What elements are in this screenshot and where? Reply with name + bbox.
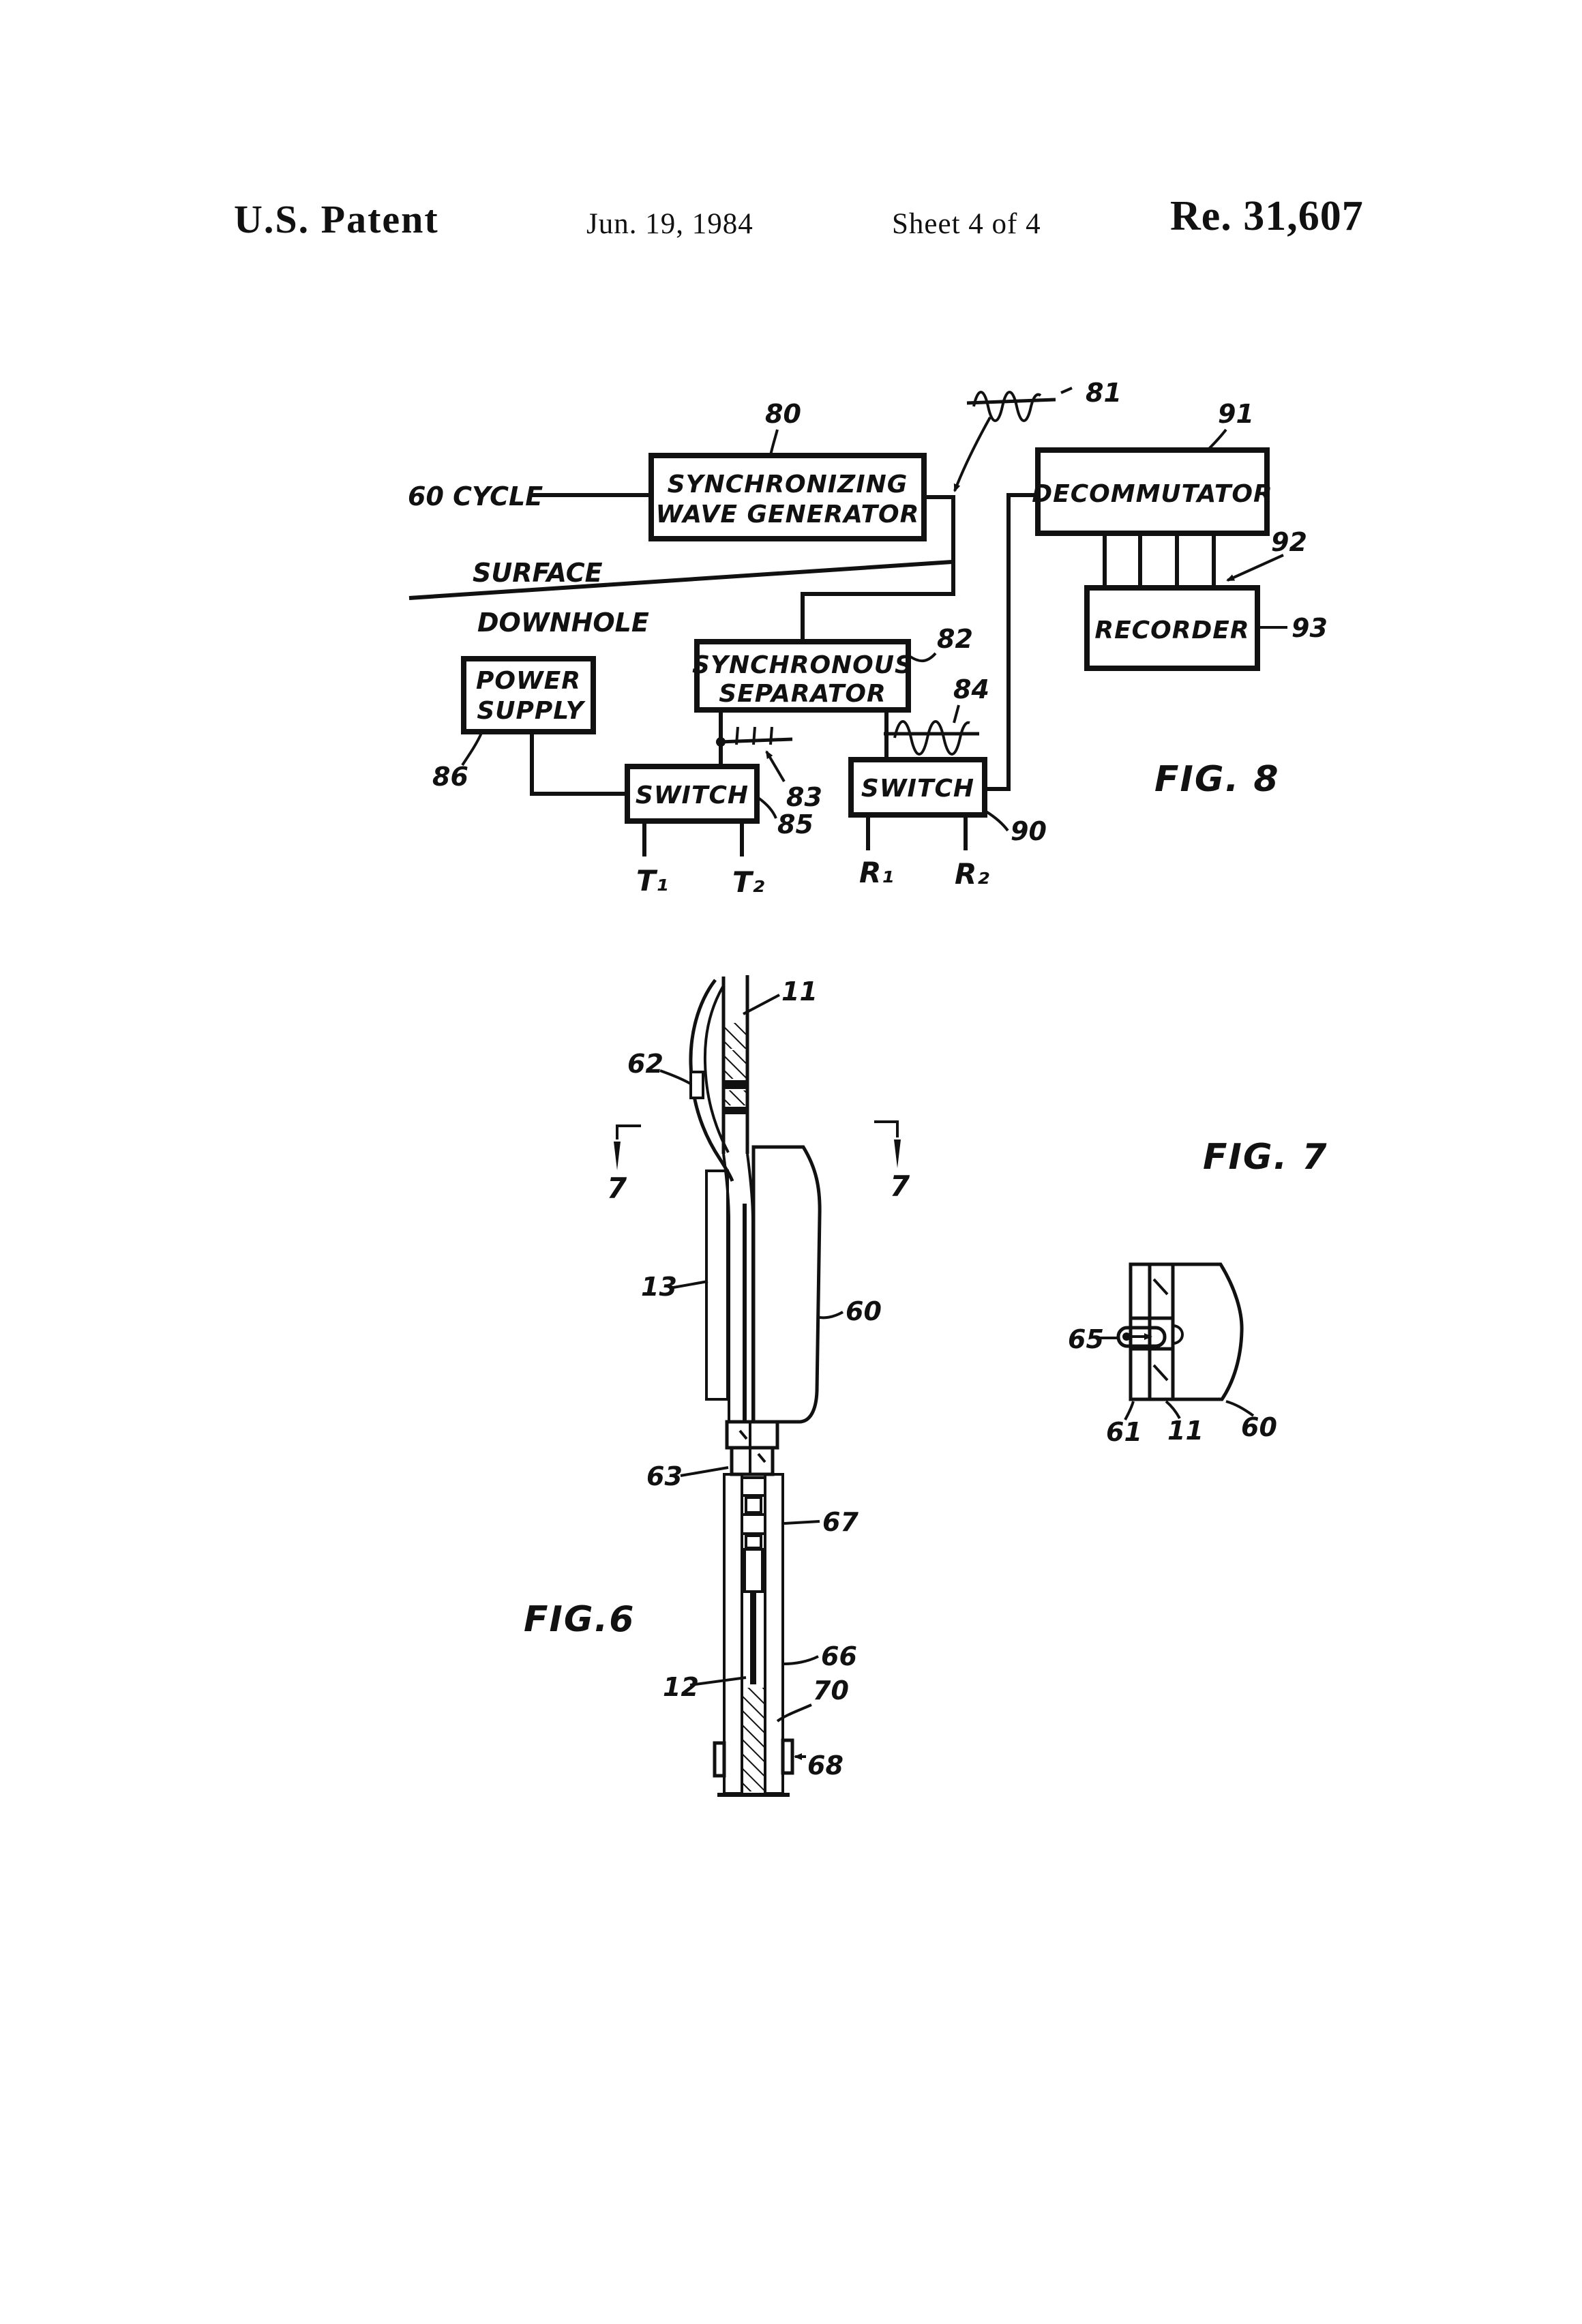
ref-11-fig7: 11 bbox=[1167, 1416, 1204, 1446]
ref-70: 70 bbox=[813, 1675, 849, 1705]
fig6-seal-62 bbox=[689, 1071, 704, 1099]
ref-91: 91 bbox=[1218, 399, 1254, 429]
swg-label-line1: SYNCHRONIZING bbox=[668, 471, 908, 498]
fig6-lower-shaft bbox=[713, 1473, 794, 1797]
decommutator-box bbox=[1035, 447, 1270, 536]
ref-60-fig7: 60 bbox=[1241, 1412, 1277, 1442]
header-date: Jun. 19, 1984 bbox=[586, 208, 753, 240]
fig7-caption: FIG. 7 bbox=[1203, 1137, 1328, 1178]
power-label-line1: POWER bbox=[476, 667, 581, 695]
ref-80: 80 bbox=[765, 399, 801, 429]
sine-wave-symbol-downhole bbox=[884, 720, 979, 756]
recorder-label: RECORDER bbox=[1094, 616, 1249, 644]
fig8-leader-lines bbox=[461, 417, 1287, 832]
fig6-caption: FIG.6 bbox=[524, 1599, 636, 1640]
fig6-tool-drawing: FIG.6 7 bbox=[524, 975, 910, 1797]
ref-67: 67 bbox=[822, 1507, 859, 1537]
ref-84: 84 bbox=[953, 674, 989, 704]
ref-7-right: 7 bbox=[890, 1170, 910, 1203]
ref-11-fig6: 11 bbox=[781, 977, 818, 1007]
ref-12: 12 bbox=[663, 1672, 699, 1702]
separator-label-line1: SYNCHRONOUS bbox=[692, 651, 913, 679]
ref-82: 82 bbox=[937, 624, 973, 654]
fig7-cross-section bbox=[1116, 1262, 1244, 1401]
downhole-label: DOWNHOLE bbox=[477, 608, 649, 638]
fig8-caption: FIG. 8 bbox=[1154, 759, 1280, 800]
sine-wave-symbol-surface bbox=[966, 387, 1073, 422]
surface-downhole-divider bbox=[408, 560, 953, 600]
ref-66: 66 bbox=[821, 1641, 857, 1671]
power-supply-box bbox=[461, 656, 596, 734]
fig6-main-body-60 bbox=[751, 1145, 822, 1424]
sixty-cycle-label: 60 CYCLE bbox=[408, 481, 543, 511]
separator-label-line2: SEPARATOR bbox=[719, 680, 886, 708]
header-sheet: Sheet 4 of 4 bbox=[892, 208, 1041, 240]
ref-92: 92 bbox=[1271, 527, 1307, 557]
header-patent-number: Re. 31,607 bbox=[1170, 193, 1364, 239]
fig6-coupling-63 bbox=[725, 1420, 779, 1476]
ref-7-left: 7 bbox=[607, 1172, 627, 1205]
ref-81: 81 bbox=[1086, 378, 1122, 408]
fig7-detail-drawing: FIG. 7 65 61 11 60 bbox=[1068, 1137, 1328, 1447]
ref-83: 83 bbox=[786, 782, 822, 812]
section-line-7-right: 7 bbox=[874, 1120, 910, 1203]
fig6-channel bbox=[722, 1153, 754, 1422]
fig7-leader-lines bbox=[1099, 1337, 1255, 1420]
surface-label: SURFACE bbox=[473, 558, 603, 588]
ref-68: 68 bbox=[807, 1751, 844, 1781]
terminal-t2: T₂ bbox=[732, 865, 765, 899]
ref-86: 86 bbox=[432, 762, 468, 792]
terminal-r2: R₂ bbox=[955, 857, 989, 891]
ref-93: 93 bbox=[1292, 613, 1328, 643]
ref-61: 61 bbox=[1106, 1417, 1142, 1447]
section-line-7-left: 7 bbox=[607, 1124, 641, 1205]
power-label-line2: SUPPLY bbox=[477, 697, 586, 725]
decommutator-label: DECOMMUTATOR bbox=[1032, 480, 1272, 508]
header-title: U.S. Patent bbox=[234, 197, 439, 241]
ref-62: 62 bbox=[627, 1049, 663, 1079]
fig6-clamp-right-68 bbox=[781, 1738, 794, 1775]
fig8-wiring bbox=[528, 493, 1216, 856]
terminal-r1: R₁ bbox=[859, 856, 894, 889]
fig6-leader-lines bbox=[659, 994, 844, 1760]
pulse-train-symbol bbox=[719, 726, 793, 745]
ref-85: 85 bbox=[777, 809, 814, 839]
fig8-block-diagram: SYNCHRONIZING WAVE GENERATOR DECOMMUTATO… bbox=[408, 378, 1328, 899]
switch-transmit-label: SWITCH bbox=[636, 781, 749, 809]
fig7-sleeve-61 bbox=[1129, 1262, 1152, 1401]
ref-90: 90 bbox=[1011, 816, 1047, 846]
swg-label-line2: WAVE GENERATOR bbox=[656, 501, 920, 528]
recorder-box bbox=[1084, 585, 1260, 671]
fig6-conductor-12 bbox=[750, 1592, 756, 1684]
fig7-slot-65 bbox=[1116, 1326, 1167, 1348]
switch-receive-label: SWITCH bbox=[861, 775, 974, 803]
terminal-t1: T₁ bbox=[636, 864, 668, 897]
fig6-sleeve-13 bbox=[705, 1170, 729, 1401]
ref-63: 63 bbox=[646, 1461, 683, 1491]
ref-65: 65 bbox=[1068, 1324, 1104, 1354]
fig6-upper-tube bbox=[689, 975, 749, 1182]
fig7-body-60 bbox=[1171, 1262, 1244, 1401]
ref-60-fig6: 60 bbox=[846, 1296, 882, 1326]
fig6-clamp-left-68 bbox=[713, 1741, 726, 1778]
